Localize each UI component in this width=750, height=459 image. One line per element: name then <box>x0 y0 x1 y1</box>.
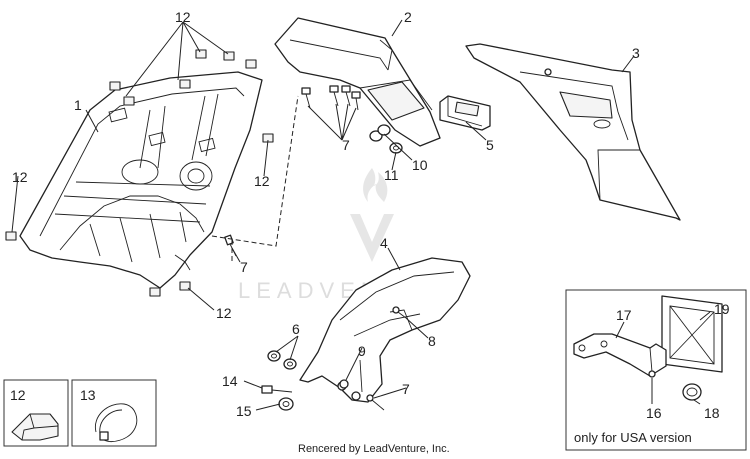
callout-18: 18 <box>704 405 720 421</box>
clip-12 <box>5 231 17 241</box>
bolt-14 <box>261 385 293 394</box>
callout-14: 14 <box>222 373 238 389</box>
callout-19: 19 <box>714 301 730 317</box>
part-3-rear-cover <box>465 43 681 221</box>
clip-12-group <box>5 49 274 297</box>
part-18-reflector <box>682 383 702 401</box>
clip-12 <box>179 281 191 291</box>
callout-12: 12 <box>254 173 270 189</box>
callout-1: 1 <box>74 97 82 113</box>
part-2-plate-holder <box>274 17 441 147</box>
callout-12: 12 <box>12 169 28 185</box>
callout-10: 10 <box>412 157 428 173</box>
clip-12 <box>179 79 191 89</box>
callout-12: 12 <box>175 9 191 25</box>
part-16-screw <box>648 370 656 378</box>
callout-4: 4 <box>380 235 388 251</box>
part-17-bracket <box>573 333 667 377</box>
clip-12 <box>149 287 161 297</box>
callout-5: 5 <box>486 137 494 153</box>
washer-6 <box>267 350 297 370</box>
usa-version-note: only for USA version <box>574 430 692 445</box>
clip-12 <box>195 49 207 59</box>
clip-12 <box>109 81 121 91</box>
assembly-line <box>211 95 299 247</box>
screw-7-hugger <box>366 394 385 411</box>
clip-12 <box>223 51 235 61</box>
callout-2: 2 <box>404 9 412 25</box>
clamp-13 <box>94 403 138 442</box>
callout-12: 12 <box>10 387 26 403</box>
clip-12 <box>123 96 135 106</box>
part-19-plate <box>661 295 723 373</box>
callout-7: 7 <box>240 259 248 275</box>
clip-12 <box>245 59 257 69</box>
detail-box-12: 12 <box>3 379 69 447</box>
flame-logo-icon <box>350 168 394 262</box>
callout-12: 12 <box>216 305 232 321</box>
callout-3: 3 <box>632 45 640 61</box>
callout-13: 13 <box>80 387 96 403</box>
screw-7-group <box>301 85 361 111</box>
screw-8 <box>392 306 407 319</box>
callout-16: 16 <box>646 405 662 421</box>
callout-15: 15 <box>236 403 252 419</box>
leader-lines <box>11 19 635 411</box>
usa-version-box: 17 19 16 18 only for USA version <box>565 289 747 451</box>
callout-labels: 12 1 2 3 7 10 11 5 12 12 7 12 4 6 8 9 7 … <box>12 9 640 419</box>
nut-10 <box>369 124 391 142</box>
credit-text: Rencered by LeadVenture, Inc. <box>298 443 450 455</box>
spacer-15 <box>278 397 294 411</box>
callout-8: 8 <box>428 333 436 349</box>
callout-7: 7 <box>342 137 350 153</box>
part-1-undertray <box>19 71 263 289</box>
callout-6: 6 <box>292 321 300 337</box>
part-4-hugger <box>299 257 471 403</box>
callout-7: 7 <box>402 381 410 397</box>
callout-11: 11 <box>384 167 399 183</box>
callout-9: 9 <box>358 343 366 359</box>
callout-17: 17 <box>616 307 632 323</box>
detail-box-13: 13 <box>71 379 157 447</box>
part-5-plate-light <box>439 95 491 131</box>
screw-9 <box>339 379 349 389</box>
